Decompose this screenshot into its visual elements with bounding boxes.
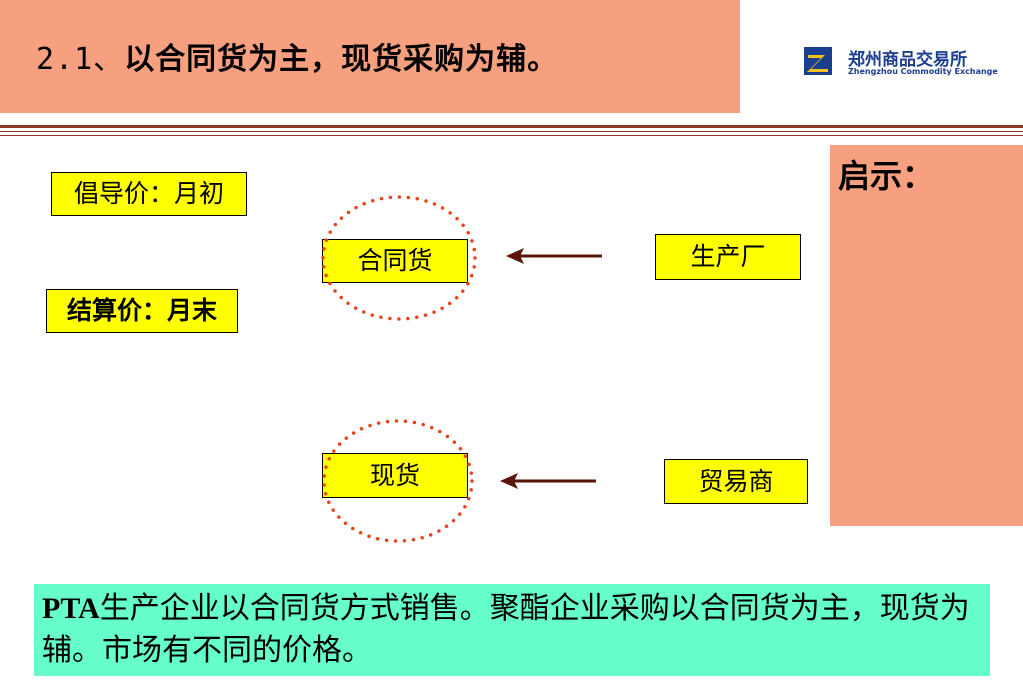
title-banner: 2.1、以合同货为主，现货采购为辅。 <box>0 0 740 113</box>
zce-logo-icon <box>804 47 832 75</box>
note-prefix: PTA <box>42 592 100 625</box>
divider-line-bottom <box>0 135 1023 136</box>
arrow-trader-to-spot <box>500 473 596 489</box>
contract-goods-dotted-circle <box>321 195 477 321</box>
insight-label: 启示： <box>838 157 935 195</box>
summary-note: PTA生产企业以合同货方式销售。聚酯企业采购以合同货为主，现货为辅。市场有不同的… <box>34 584 990 676</box>
divider-line-top <box>0 125 1023 128</box>
logo-name-cn: 郑州商品交易所 <box>848 50 967 70</box>
arrow-producer-to-contract <box>506 248 602 264</box>
advocated-price-box: 倡导价：月初 <box>51 172 247 216</box>
spot-goods-box: 现货 <box>322 453 468 498</box>
producer-box: 生产厂 <box>655 234 801 280</box>
note-text: 生产企业以合同货方式销售。聚酯企业采购以合同货为主，现货为辅。市场有不同的价格。 <box>42 591 970 668</box>
contract-goods-box: 合同货 <box>322 239 468 283</box>
exchange-logo: 郑州商品交易所 Zhengzhou Commodity Exchange <box>796 33 1016 87</box>
title-number: 2.1、 <box>36 42 125 77</box>
logo-name-en: Zhengzhou Commodity Exchange <box>848 67 998 76</box>
spot-goods-dotted-circle <box>322 419 474 543</box>
title-main: 以合同货为主，现货采购为辅。 <box>124 42 559 77</box>
divider-line-middle <box>0 131 1023 132</box>
slide-title: 2.1、以合同货为主，现货采购为辅。 <box>36 34 558 78</box>
settlement-price-box: 结算价：月末 <box>46 289 238 333</box>
trader-box: 贸易商 <box>664 459 808 504</box>
insight-panel: 启示： <box>830 145 1023 526</box>
